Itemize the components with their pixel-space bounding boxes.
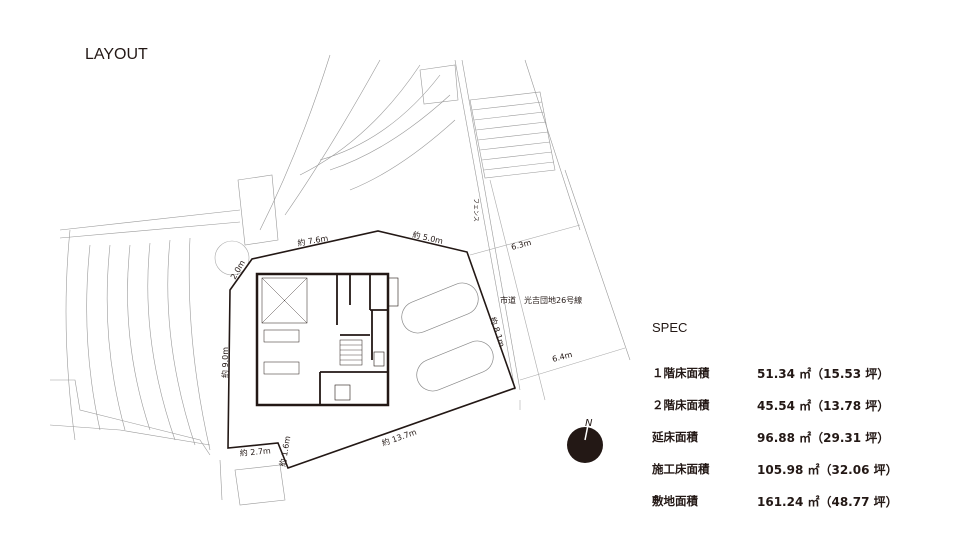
north-label: N [585,418,593,429]
spec-row: 延床面積 96.88 ㎡（29.31 坪） [652,421,898,453]
spec-value: 105.98 ㎡（32.06 坪） [757,462,898,477]
dim-bottom: 約 13.7m [380,427,418,448]
spec-label: 施工床面積 [652,462,710,476]
terrain-contours [49,54,631,506]
house-floor-plan [255,272,399,407]
car-1 [401,282,479,334]
dim-left: 約 9.0m [220,347,230,378]
cars [401,282,494,392]
dim-bottom-left: 約 2.7m [239,445,271,458]
spec-panel: SPEC １階床面積 51.34 ㎡（15.53 坪） ２階床面積 45.54 ㎡（… [652,320,898,517]
fence-label: フェンス [472,198,479,222]
spec-value: 45.54 ㎡（13.78 坪） [757,398,890,413]
spec-label: ２階床面積 [652,398,710,412]
spec-value: 96.88 ㎡（29.31 坪） [757,430,890,445]
compass-icon [567,427,603,463]
spec-row: １階床面積 51.34 ㎡（15.53 坪） [652,357,898,389]
spec-label: 延床面積 [652,430,698,444]
dim-bottom-short: 約 1.6m [277,435,292,468]
page-title: LAYOUT [85,46,148,63]
spec-row: 施工床面積 105.98 ㎡（32.06 坪） [652,453,898,485]
spec-row: ２階床面積 45.54 ㎡（13.78 坪） [652,389,898,421]
site-boundary [227,230,517,470]
spec-value: 51.34 ㎡（15.53 坪） [757,366,890,381]
road-label: 市道 光吉団地26号線 [500,295,582,305]
spec-label: １階床面積 [652,366,710,380]
spec-label: 敷地面積 [652,494,698,508]
stairs [469,91,556,179]
north-compass: N [567,418,603,463]
spec-title: SPEC [652,320,688,335]
parking-lines [214,179,626,410]
car-2 [416,340,494,392]
dim-road-bottom: 6.4m [551,350,573,364]
dim-road-top: 6.3m [510,238,532,252]
spec-row: 敷地面積 161.24 ㎡（48.77 坪） [652,485,898,517]
spec-value: 161.24 ㎡（48.77 坪） [757,494,898,509]
